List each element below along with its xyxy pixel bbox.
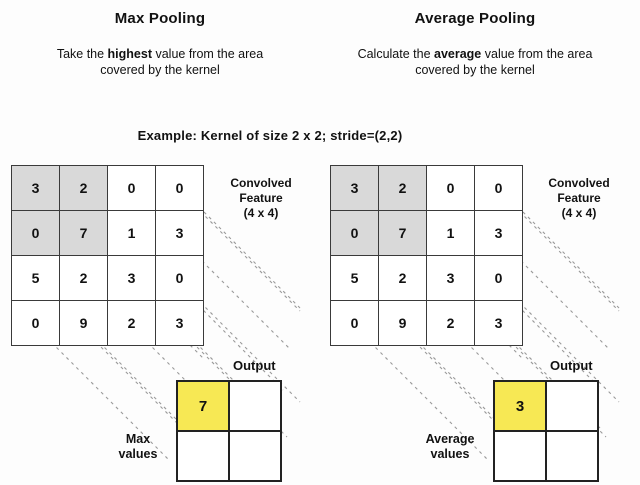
values-label-right: Average values bbox=[410, 432, 490, 462]
desc-emphasis-highest: highest bbox=[107, 47, 152, 61]
matrix-cell: 3 bbox=[108, 256, 156, 301]
output-cell bbox=[547, 382, 599, 432]
panel-description-average-pooling: Calculate the average value from the are… bbox=[346, 46, 604, 78]
values-label-line-2: values bbox=[430, 447, 470, 461]
caption-line-1: Convolved bbox=[230, 176, 292, 190]
matrix-cell: 3 bbox=[156, 301, 204, 346]
panel-description-max-pooling: Take the highest value from the area cov… bbox=[36, 46, 284, 78]
values-label-line-2: values bbox=[118, 447, 158, 461]
matrix-cell: 0 bbox=[427, 166, 475, 211]
desc-text-part-1: Calculate the bbox=[357, 47, 434, 61]
input-matrix-left: 3 2 0 0 0 7 1 3 5 2 3 0 0 9 2 3 bbox=[11, 165, 204, 346]
input-caption-right: Convolved Feature (4 x 4) bbox=[528, 176, 630, 221]
matrix-cell: 9 bbox=[60, 301, 108, 346]
values-label-line-1: Average bbox=[425, 432, 475, 446]
output-matrix-left: 7 bbox=[176, 380, 282, 482]
caption-line-2: Feature bbox=[557, 191, 601, 205]
matrix-cell: 0 bbox=[12, 211, 60, 256]
output-matrix-right: 3 bbox=[493, 380, 599, 482]
panel-title-average-pooling: Average Pooling bbox=[414, 10, 536, 27]
matrix-cell: 2 bbox=[60, 256, 108, 301]
matrix-cell: 2 bbox=[379, 256, 427, 301]
matrix-cell: 1 bbox=[108, 211, 156, 256]
matrix-cell: 3 bbox=[156, 211, 204, 256]
matrix-cell: 2 bbox=[379, 166, 427, 211]
panel-title-max-pooling: Max Pooling bbox=[114, 10, 206, 27]
matrix-cell: 3 bbox=[475, 211, 523, 256]
matrix-cell: 0 bbox=[156, 256, 204, 301]
output-cell bbox=[230, 382, 282, 432]
output-label-left: Output bbox=[233, 358, 276, 373]
matrix-cell: 2 bbox=[60, 166, 108, 211]
values-label-left: Max values bbox=[105, 432, 171, 462]
matrix-cell: 0 bbox=[475, 256, 523, 301]
matrix-cell: 1 bbox=[427, 211, 475, 256]
matrix-cell: 2 bbox=[427, 301, 475, 346]
matrix-cell: 5 bbox=[12, 256, 60, 301]
matrix-cell: 5 bbox=[331, 256, 379, 301]
desc-text-part-2: value from the area covered by the kerne… bbox=[415, 47, 593, 77]
desc-emphasis-average: average bbox=[434, 47, 482, 61]
output-cell: 7 bbox=[178, 382, 230, 432]
input-matrix-right: 3 2 0 0 0 7 1 3 5 2 3 0 0 9 2 3 bbox=[330, 165, 523, 346]
caption-line-2: Feature bbox=[239, 191, 283, 205]
matrix-cell: 3 bbox=[475, 301, 523, 346]
example-kernel-stride-line: Example: Kernel of size 2 x 2; stride=(2… bbox=[137, 128, 403, 143]
values-label-line-1: Max bbox=[125, 432, 151, 446]
matrix-cell: 0 bbox=[475, 166, 523, 211]
matrix-cell: 0 bbox=[12, 301, 60, 346]
output-cell: 3 bbox=[495, 382, 547, 432]
output-cell bbox=[230, 432, 282, 482]
caption-line-1: Convolved bbox=[548, 176, 610, 190]
matrix-cell: 3 bbox=[12, 166, 60, 211]
output-cell bbox=[495, 432, 547, 482]
output-label-right: Output bbox=[550, 358, 593, 373]
matrix-cell: 0 bbox=[108, 166, 156, 211]
output-cell bbox=[178, 432, 230, 482]
desc-text-part-2: value from the area covered by the kerne… bbox=[100, 47, 264, 77]
matrix-cell: 0 bbox=[331, 301, 379, 346]
matrix-cell: 7 bbox=[379, 211, 427, 256]
matrix-cell: 0 bbox=[156, 166, 204, 211]
caption-line-3: (4 x 4) bbox=[243, 206, 279, 220]
matrix-cell: 3 bbox=[427, 256, 475, 301]
caption-line-3: (4 x 4) bbox=[561, 206, 597, 220]
output-cell bbox=[547, 432, 599, 482]
matrix-cell: 7 bbox=[60, 211, 108, 256]
desc-text-part-1: Take the bbox=[56, 47, 108, 61]
matrix-cell: 3 bbox=[331, 166, 379, 211]
input-caption-left: Convolved Feature (4 x 4) bbox=[210, 176, 312, 221]
matrix-cell: 2 bbox=[108, 301, 156, 346]
matrix-cell: 9 bbox=[379, 301, 427, 346]
matrix-cell: 0 bbox=[331, 211, 379, 256]
